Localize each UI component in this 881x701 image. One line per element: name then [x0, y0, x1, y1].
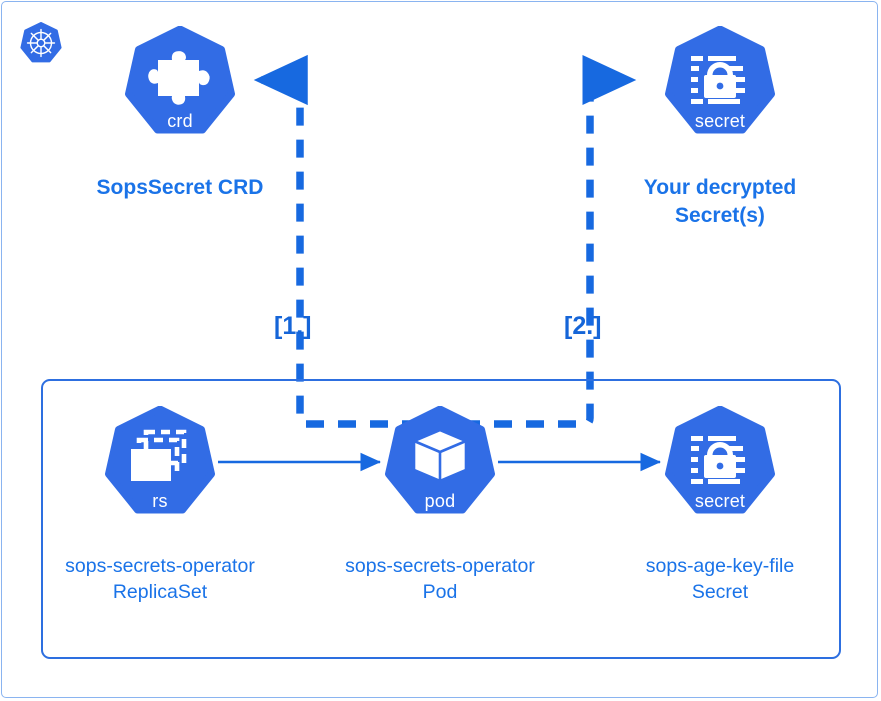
- pod-icon: [385, 406, 495, 514]
- node-crd[interactable]: crd: [124, 26, 236, 138]
- node-age-key-secret[interactable]: secret: [664, 406, 776, 518]
- kubernetes-logo-icon: [20, 22, 62, 64]
- caption-crd: SopsSecret CRD: [96, 176, 264, 199]
- edge-pod-creates-decrypted-secret: [462, 54, 637, 428]
- caption-replicaset: sops-secrets-operator ReplicaSet: [65, 555, 255, 603]
- node-pod[interactable]: pod: [384, 406, 496, 518]
- caption-age-key-secret: sops-age-key-file Secret: [645, 555, 795, 603]
- caption-decrypted-secret: Your decrypted Secret(s): [643, 176, 797, 227]
- step-label-1: [1.]: [274, 312, 312, 340]
- caption-pod: sops-secrets-operator Pod: [345, 555, 535, 603]
- node-decrypted-secret[interactable]: secret: [664, 26, 776, 138]
- crd-icon: [125, 26, 235, 134]
- secret-icon: [665, 26, 775, 134]
- step-label-2: [2.]: [564, 312, 602, 340]
- edge-pod-watches-crd: [253, 54, 420, 428]
- replicaset-icon: [105, 406, 215, 514]
- node-kind-label: secret: [694, 491, 746, 511]
- node-kind-label: crd: [167, 111, 193, 131]
- operator-namespace-frame: [41, 379, 841, 659]
- node-kind-label: secret: [694, 111, 746, 131]
- node-kind-label: rs: [152, 491, 168, 511]
- node-replicaset[interactable]: rs: [104, 406, 216, 518]
- secret-icon: [665, 406, 775, 514]
- node-kind-label: pod: [424, 491, 456, 511]
